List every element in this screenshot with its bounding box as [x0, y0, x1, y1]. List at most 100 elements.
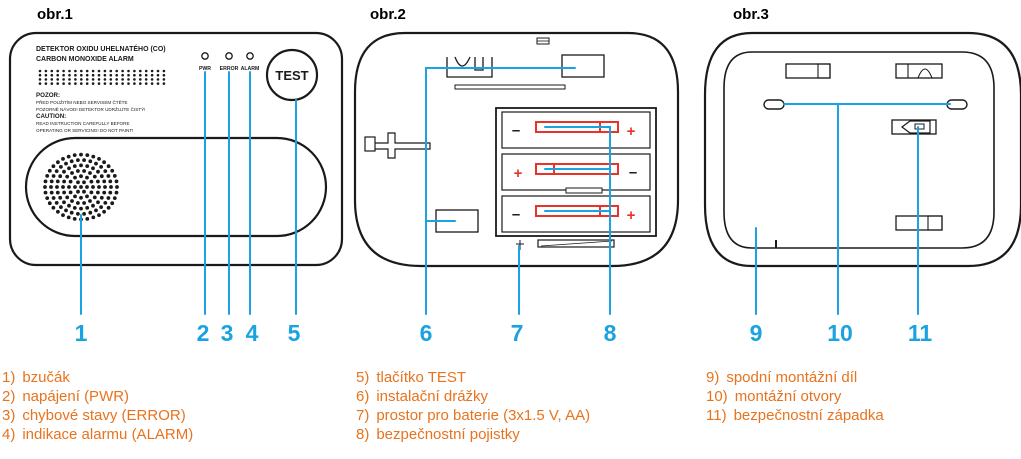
top-vent-grille — [38, 69, 166, 85]
speaker-hole — [79, 206, 83, 211]
callout-6: 6 — [420, 320, 433, 346]
speaker-hole — [70, 199, 74, 203]
vent-hole — [97, 82, 101, 85]
speaker-hole — [64, 208, 68, 213]
caution-line-2: OPERATING OR SERVICING! DO NOT PAINT! — [36, 128, 133, 133]
speaker-hole — [47, 168, 52, 173]
vent-hole — [44, 78, 48, 81]
vent-hole — [80, 73, 83, 77]
vent-hole — [97, 69, 101, 73]
figure-title-3: obr.3 — [733, 6, 769, 23]
test-button — [265, 48, 319, 102]
speaker-hole — [94, 208, 98, 213]
legend-column-1: 1)bzučák 2)napájení (PWR) 3)chybové stav… — [2, 368, 193, 444]
speaker-hole — [89, 190, 94, 195]
speaker-hole — [114, 179, 119, 184]
speaker-hole — [79, 195, 83, 200]
legend-item-6: 6)instalační drážky — [356, 387, 590, 406]
speaker-hole — [110, 168, 115, 173]
vent-hole — [91, 78, 95, 81]
speaker-hole — [92, 195, 97, 200]
speaker-hole — [61, 213, 65, 218]
legend-num: 5) — [356, 369, 370, 386]
vent-hole — [68, 78, 71, 81]
speaker-hole — [102, 190, 107, 195]
speaker-hole — [82, 201, 86, 205]
speaker-hole — [91, 203, 95, 208]
legend-item-7: 7)prostor pro baterie (3x1.5 V, AA) — [356, 406, 590, 425]
speaker-hole — [115, 185, 119, 189]
vent-hole — [38, 82, 42, 85]
speaker-hole — [85, 185, 89, 189]
speaker-hole — [82, 212, 86, 216]
battery-1-minus: – — [512, 122, 520, 139]
speaker-hole — [102, 179, 107, 184]
vent-hole — [103, 82, 107, 85]
vent-hole — [127, 78, 130, 81]
legend-label: napájení (PWR) — [22, 388, 130, 405]
vent-hole — [115, 82, 118, 85]
vent-hole — [127, 69, 130, 73]
legend-item-1: 1)bzučák — [2, 368, 193, 387]
legend-column-2: 5)tlačítko TEST 6)instalační drážky 7)pr… — [356, 368, 590, 444]
speaker-hole — [47, 201, 52, 206]
legend-num: 8) — [356, 426, 370, 443]
speaker-hole — [68, 179, 73, 184]
vent-hole — [139, 73, 142, 77]
speaker-hole — [66, 215, 71, 220]
battery-compartment — [495, 107, 657, 237]
vent-hole — [74, 82, 77, 85]
legend-label: spodní montážní díl — [726, 369, 858, 386]
legend-label: chybové stavy (ERROR) — [22, 407, 186, 424]
vent-hole — [133, 69, 136, 73]
vent-hole — [133, 82, 136, 85]
vent-hole — [144, 69, 148, 73]
left-latch — [375, 132, 431, 159]
warning-line-1: PŘED POUŽITÍM NEBO SERVISEM ČTĚTE — [36, 98, 128, 105]
legend-item-9: 9)spodní montážní díl — [706, 368, 884, 387]
speaker-hole — [55, 179, 60, 184]
speaker-hole — [106, 196, 111, 200]
speaker-hole — [85, 164, 90, 169]
speaker-hole — [67, 166, 71, 171]
vent-hole — [62, 73, 65, 77]
speaker-hole — [59, 205, 63, 210]
speaker-hole — [96, 190, 100, 195]
speaker-hole — [56, 160, 60, 165]
speaker-hole — [45, 174, 50, 178]
caution-line-1: READ INSTRUCTION CAREFULLY BEFORE — [36, 121, 130, 126]
safety-latch — [891, 119, 937, 135]
vent-hole — [62, 78, 65, 81]
vent-hole — [144, 82, 148, 85]
vent-hole — [56, 69, 59, 73]
speaker-hole — [69, 210, 74, 215]
legend-item-8: 8)bezpečnostní pojistky — [356, 425, 590, 444]
vent-hole — [162, 73, 166, 77]
speaker-hole — [51, 174, 56, 178]
speaker-hole — [88, 210, 93, 215]
legend-item-2: 2)napájení (PWR) — [2, 387, 193, 406]
vent-hole — [156, 69, 160, 73]
speaker-hole — [91, 215, 96, 220]
vent-hole — [150, 73, 154, 77]
speaker-hole — [85, 206, 90, 210]
speaker-hole — [55, 185, 59, 189]
speaker-hole — [99, 205, 103, 210]
speaker-hole — [99, 195, 104, 200]
speaker-hole — [108, 179, 113, 184]
speaker-hole — [62, 190, 66, 195]
speaker-hole — [65, 195, 70, 200]
speaker-hole — [67, 185, 71, 189]
speaker-hole — [103, 185, 107, 189]
speaker-hole — [79, 152, 83, 157]
callout-2: 2 — [197, 320, 210, 346]
speaker-hole — [76, 158, 80, 163]
vent-hole — [115, 78, 118, 81]
vent-hole — [133, 78, 136, 81]
alarm-led — [246, 52, 254, 60]
vent-hole — [38, 73, 42, 77]
vent-hole — [139, 82, 142, 85]
speaker-hole — [94, 161, 98, 166]
speaker-panel — [24, 136, 328, 238]
